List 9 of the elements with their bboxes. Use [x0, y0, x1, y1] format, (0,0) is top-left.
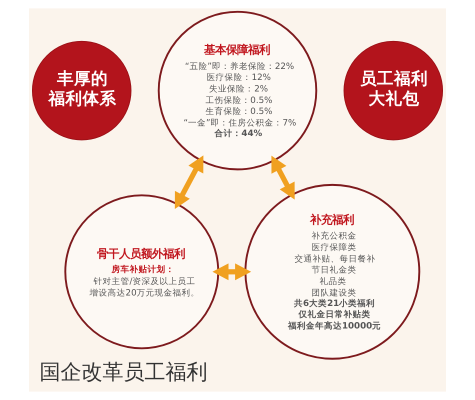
arrow [174, 155, 204, 209]
caption: 国企改革员工福利 [39, 360, 208, 384]
arrow [212, 263, 252, 280]
node-circle: 基本保障福利 “五险”即：养老保险：22% 医疗保险：12% 失业保险：2% 工伤保险：0.5% 生育保险：0.5% “一金”即：住房公积金：7% 合计：44% [158, 10, 318, 170]
node-circle: 补充福利 补充公积金 医疗保障类 交通补贴、每日餐补 节日礼金类 礼品类 团队建设类 共6大类21小类福利 仅礼金日常补贴类福利金年高达10000元 [244, 184, 420, 360]
node-circle: 员工福利大礼包 [344, 40, 444, 140]
node-circle: 丰厚的福利体系 [32, 40, 132, 140]
node-circle: 骨干人员额外福利 房车补贴计划： 针对主管/资深及以上员工增设高达20万元现金福利。 [64, 194, 220, 350]
arrow [271, 156, 295, 200]
